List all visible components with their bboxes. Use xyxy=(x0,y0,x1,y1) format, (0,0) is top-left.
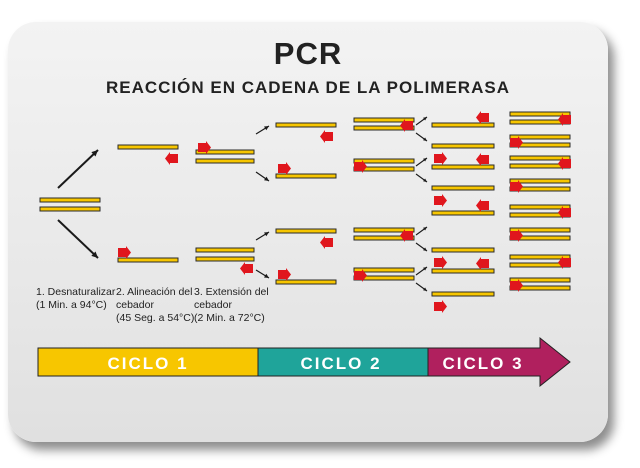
dna-strand xyxy=(353,125,415,131)
dna-strand xyxy=(509,178,571,184)
primer-arrow xyxy=(434,300,447,313)
primer-arrow xyxy=(510,229,523,242)
process-arrow-head xyxy=(423,267,427,271)
dna-strand xyxy=(353,235,415,241)
dna-strand xyxy=(117,144,179,150)
dna-strand xyxy=(353,267,415,273)
dna-strand xyxy=(353,158,415,164)
dna-strand xyxy=(431,122,495,128)
dna-strand xyxy=(431,143,495,149)
dna-strand xyxy=(275,173,337,179)
dna-strand xyxy=(195,149,255,155)
primer-arrow xyxy=(476,199,489,212)
process-arrow-head xyxy=(264,176,269,181)
cycle-3-label: CICLO 3 xyxy=(442,354,523,373)
primer-arrow xyxy=(558,113,571,126)
dna-strand xyxy=(39,197,101,203)
primer-arrow xyxy=(510,180,523,193)
page-title: PCR xyxy=(273,36,343,71)
cycle-3-segment xyxy=(427,336,571,388)
primer-arrow xyxy=(278,162,291,175)
primer-arrow xyxy=(400,229,413,242)
dna-strand xyxy=(195,256,255,262)
process-arrow-head xyxy=(423,227,427,231)
primer-arrow xyxy=(118,246,131,259)
primer-arrow xyxy=(476,257,489,270)
dna-strand xyxy=(509,155,571,161)
primer-arrow xyxy=(198,141,211,154)
primer-arrow xyxy=(165,152,178,165)
primer-arrow xyxy=(434,194,447,207)
process-arrow-head xyxy=(264,273,269,278)
dna-strand xyxy=(509,227,571,233)
dna-strand xyxy=(431,268,495,274)
page-subtitle: REACCIÓN EN CADENA DE LA POLIMERASA xyxy=(106,78,510,97)
pcr-card: PCR REACCIÓN EN CADENA DE LA POLIMERASA … xyxy=(8,22,608,442)
dna-strand xyxy=(509,277,571,283)
primer-arrow xyxy=(476,153,489,166)
primer-arrow xyxy=(434,256,447,269)
dna-strand xyxy=(275,228,337,234)
process-arrow-head xyxy=(423,178,427,182)
dna-strand xyxy=(431,164,495,170)
process-arrow-head xyxy=(423,158,427,162)
process-arrow-head xyxy=(264,126,269,131)
primer-arrow xyxy=(558,206,571,219)
primer-arrow xyxy=(354,160,367,173)
process-arrow-head xyxy=(91,150,98,157)
process-arrow-head xyxy=(423,137,427,141)
primer-arrow xyxy=(320,130,333,143)
dna-strand xyxy=(275,279,337,285)
primer-arrow xyxy=(320,236,333,249)
dna-strand xyxy=(431,247,495,253)
dna-strand xyxy=(431,210,495,216)
process-arrow-head xyxy=(423,287,427,291)
process-arrow-head xyxy=(423,117,427,121)
dna-strand xyxy=(509,111,571,117)
dna-strand xyxy=(353,227,415,233)
process-arrow-head xyxy=(423,247,427,251)
dna-strand xyxy=(431,185,495,191)
primer-arrow xyxy=(434,152,447,165)
dna-strand xyxy=(431,291,495,297)
dna-strand xyxy=(509,204,571,210)
process-arrow-line xyxy=(57,219,99,259)
dna-strand xyxy=(195,247,255,253)
primer-arrow xyxy=(400,119,413,132)
dna-strand xyxy=(275,122,337,128)
primer-arrow xyxy=(278,268,291,281)
dna-strand xyxy=(39,206,101,212)
dna-strand xyxy=(509,134,571,140)
primer-arrow xyxy=(510,279,523,292)
process-arrow-head xyxy=(91,251,98,258)
primer-arrow xyxy=(240,262,253,275)
step-annealing-label: 2. Alineación del cebador (45 Seg. a 54°… xyxy=(116,286,195,324)
cycle-2-label: CICLO 2 xyxy=(300,354,381,373)
dna-strand xyxy=(509,254,571,260)
dna-strand xyxy=(195,158,255,164)
process-arrow-line xyxy=(57,149,99,189)
primer-arrow xyxy=(510,136,523,149)
cycle-1-label: CICLO 1 xyxy=(107,354,188,373)
primer-arrow xyxy=(354,269,367,282)
dna-strand xyxy=(117,257,179,263)
dna-strand xyxy=(353,117,415,123)
diagram-marks xyxy=(39,111,571,313)
primer-arrow xyxy=(476,111,489,124)
primer-arrow xyxy=(558,157,571,170)
cycle-timeline: CICLO 1 CICLO 2 CICLO 3 xyxy=(37,336,571,388)
pcr-diagram: CICLO 1 CICLO 2 CICLO 3 xyxy=(37,111,571,388)
step-denature-label: 1. Desnaturalizar (1 Min. a 94°C) xyxy=(36,286,116,311)
process-arrow-head xyxy=(264,232,269,237)
step-extension-label: 3. Extensión del cebador (2 Min. a 72°C) xyxy=(194,286,269,324)
primer-arrow xyxy=(558,256,571,269)
